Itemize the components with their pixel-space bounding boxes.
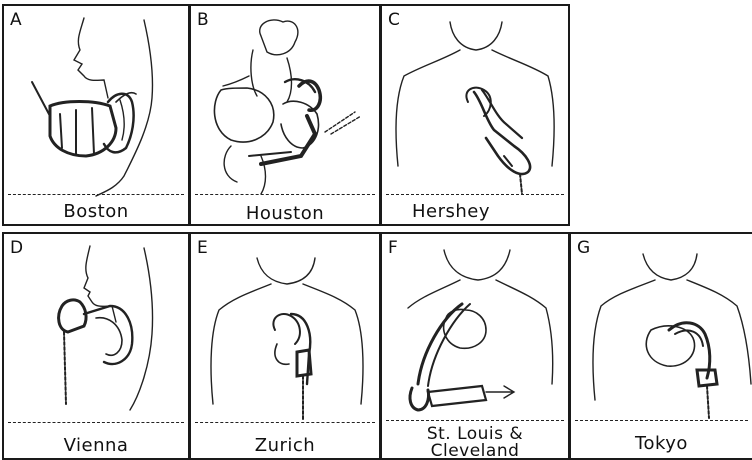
panel-e-zurich: E Zurich <box>189 232 381 460</box>
zurich-device-illustration <box>191 234 381 460</box>
caption-divider <box>195 194 375 195</box>
tokyo-device-illustration <box>571 234 752 460</box>
panel-a-boston: A Boston <box>2 4 190 226</box>
panel-b-houston: B Houston <box>189 4 381 226</box>
caption-divider <box>8 422 184 423</box>
panel-c-hershey: C Hershey <box>380 4 570 226</box>
caption-divider <box>195 422 375 423</box>
city-caption: Boston <box>4 201 188 222</box>
caption-divider <box>386 194 564 195</box>
vienna-device-illustration <box>4 234 190 460</box>
city-caption: Hershey <box>382 201 568 222</box>
panel-g-tokyo: G Tokyo <box>569 232 752 460</box>
boston-device-illustration <box>4 6 190 226</box>
panel-d-vienna: D Vienna <box>2 232 190 460</box>
panel-f-st-louis-cleveland: F St. Louis & Cleveland <box>380 232 570 460</box>
houston-device-illustration <box>191 6 381 226</box>
caption-divider <box>386 420 564 421</box>
city-caption-line2: Cleveland <box>382 443 568 460</box>
hershey-device-illustration <box>382 6 570 226</box>
city-caption: St. Louis & Cleveland <box>382 426 568 460</box>
city-caption: Zurich <box>191 435 379 456</box>
caption-divider <box>575 420 748 421</box>
city-caption: Houston <box>191 203 379 224</box>
caption-divider <box>8 194 184 195</box>
city-caption: Vienna <box>4 435 188 456</box>
city-caption: Tokyo <box>571 433 752 454</box>
